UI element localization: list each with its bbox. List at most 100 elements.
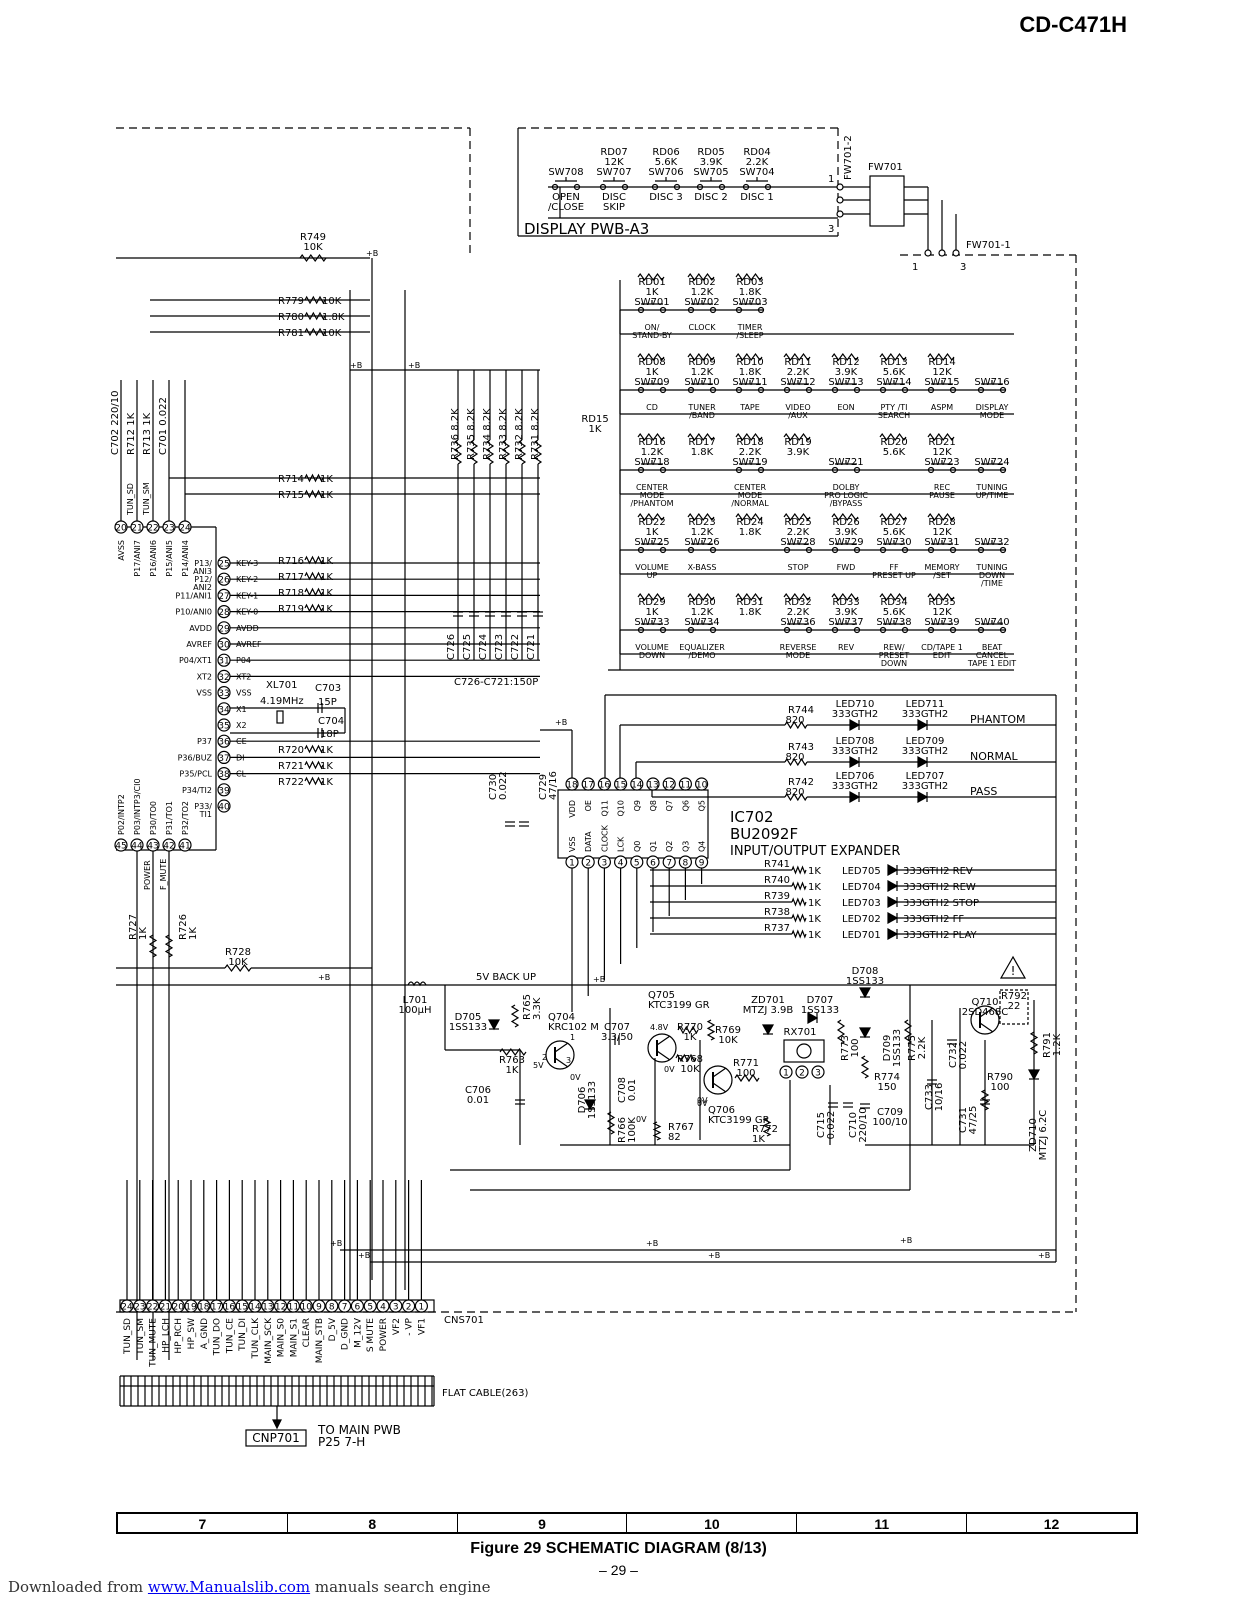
pin-number: 26 (218, 576, 230, 586)
resistor-ref: R722 (278, 777, 304, 788)
mcu-pin (178, 520, 192, 534)
resistor-r727: R7271K (128, 914, 149, 940)
cns701-pin (402, 1299, 416, 1313)
resistor-value: 12K (604, 157, 624, 168)
connector-pin (836, 183, 844, 191)
resistor-ref: RD04 (743, 147, 770, 158)
supply-label: +B (318, 973, 330, 982)
resistor-value: 1K (320, 761, 333, 772)
resistor-ref: R716 (278, 556, 304, 567)
key-switch (659, 546, 667, 554)
pin-number: 23 (134, 1303, 145, 1313)
mcu-pin-name: P33/TI1 (194, 802, 212, 819)
component-label: C701 0.022 (158, 397, 169, 455)
connector-pin (836, 210, 844, 218)
ic702-pin-name: DATA (584, 831, 593, 852)
mcu-pin-name: P02/INTP2 (117, 794, 126, 835)
key-switch (949, 626, 957, 634)
capacitor-ref: C721 (526, 634, 537, 660)
cns701-net: MAIN_S1 (289, 1318, 299, 1357)
net-label: KEY-1 (236, 591, 258, 600)
net-label: VSS (236, 689, 252, 698)
pin-number: 5 (367, 1303, 373, 1313)
key-switch-ref: SW713 (828, 377, 863, 388)
ic702-pin (581, 777, 595, 791)
mcu-pin-name: P12/ANI2 (193, 575, 212, 592)
led-resistor-value: 1K (808, 930, 821, 941)
key-switch-ref: SW733 (634, 617, 669, 628)
pin-number: 11 (680, 781, 691, 791)
connector-pin (924, 249, 932, 257)
pin-number: 31 (218, 657, 229, 667)
key-switch (637, 546, 645, 554)
key-switch-ref: SW736 (780, 617, 815, 628)
key-resistor-value: 1K (646, 287, 659, 298)
pullup-label: R731 8.2K (530, 408, 541, 460)
component-label: C702 220/10 (110, 391, 121, 455)
ic702-pin (630, 777, 644, 791)
led-resistor-ref: R739 (764, 891, 790, 902)
switch-ref: SW708 (548, 167, 583, 178)
resistor-ref: R721 (278, 761, 304, 772)
voltage-label: 0V (664, 1065, 675, 1074)
mcu-pin (217, 750, 231, 765)
pin-number: 41 (179, 842, 190, 852)
voltage-label: 2 (542, 1053, 547, 1062)
resistor-value: 10K (322, 328, 342, 339)
mcu-pin (114, 520, 128, 534)
key-label: CLOCK (689, 323, 717, 332)
switch-sw705 (718, 183, 726, 191)
net-label: AVDD (236, 624, 259, 633)
cns701-body (119, 1299, 435, 1313)
manualslib-link[interactable]: www.Manualslib.com (147, 1578, 311, 1596)
pin-number: 22 (147, 1303, 158, 1313)
cns701-net: CLEAR (302, 1318, 312, 1347)
crystal-icon (276, 710, 284, 724)
net-label: DI (236, 753, 245, 762)
resistor-ref: R718 (278, 588, 304, 599)
led-icon (887, 911, 899, 925)
key-switch-ref: SW726 (684, 537, 719, 548)
ic702-pin-name: VDD (568, 800, 577, 818)
pin-number: 15 (236, 1303, 247, 1313)
resistor-value: 1K (320, 604, 333, 615)
led-resistor-value: 1K (808, 882, 821, 893)
switch-sw707 (621, 183, 629, 191)
pin-number: 19 (185, 1303, 197, 1313)
key-label: TAPE (739, 403, 760, 412)
key-switch-ref: SW721 (828, 457, 863, 468)
key-resistor (879, 352, 907, 362)
key-switch-ref: SW712 (780, 377, 815, 388)
ic702-pin-name: Q3 (681, 841, 690, 852)
pin-number: 23 (163, 524, 174, 534)
key-resistor (783, 432, 811, 442)
cns701-pin (325, 1299, 339, 1313)
resistor-value: 1K (320, 556, 333, 567)
pin-number: 20 (172, 1303, 184, 1313)
pin-number: 13 (262, 1303, 273, 1313)
key-resistor-value: 1.8K (739, 607, 762, 618)
pin-number: 43 (147, 842, 158, 852)
led-resistor-ref: R741 (764, 859, 790, 870)
mcu-pin-name: P17/ANI7 (133, 540, 142, 577)
pin-label: 3 (960, 262, 966, 273)
footer: Downloaded from www.Manualslib.com manua… (8, 1578, 491, 1596)
key-switch (783, 546, 791, 554)
pullup-resistor (485, 439, 495, 465)
diode-d705 (487, 1019, 501, 1031)
mcu-pin-name: P11/ANI1 (175, 591, 212, 600)
net-label: X2 (236, 721, 247, 730)
key-label: TUNER/BAND (687, 403, 716, 420)
resistor-ref: R781 (278, 328, 304, 339)
key-switch-ref: SW730 (876, 537, 911, 548)
resistor-ref: R779 (278, 296, 304, 307)
capacitor-ref: C704 (318, 716, 344, 727)
key-resistor (927, 592, 955, 602)
key-switch (853, 466, 861, 474)
resistor-ref: RD06 (652, 147, 679, 158)
